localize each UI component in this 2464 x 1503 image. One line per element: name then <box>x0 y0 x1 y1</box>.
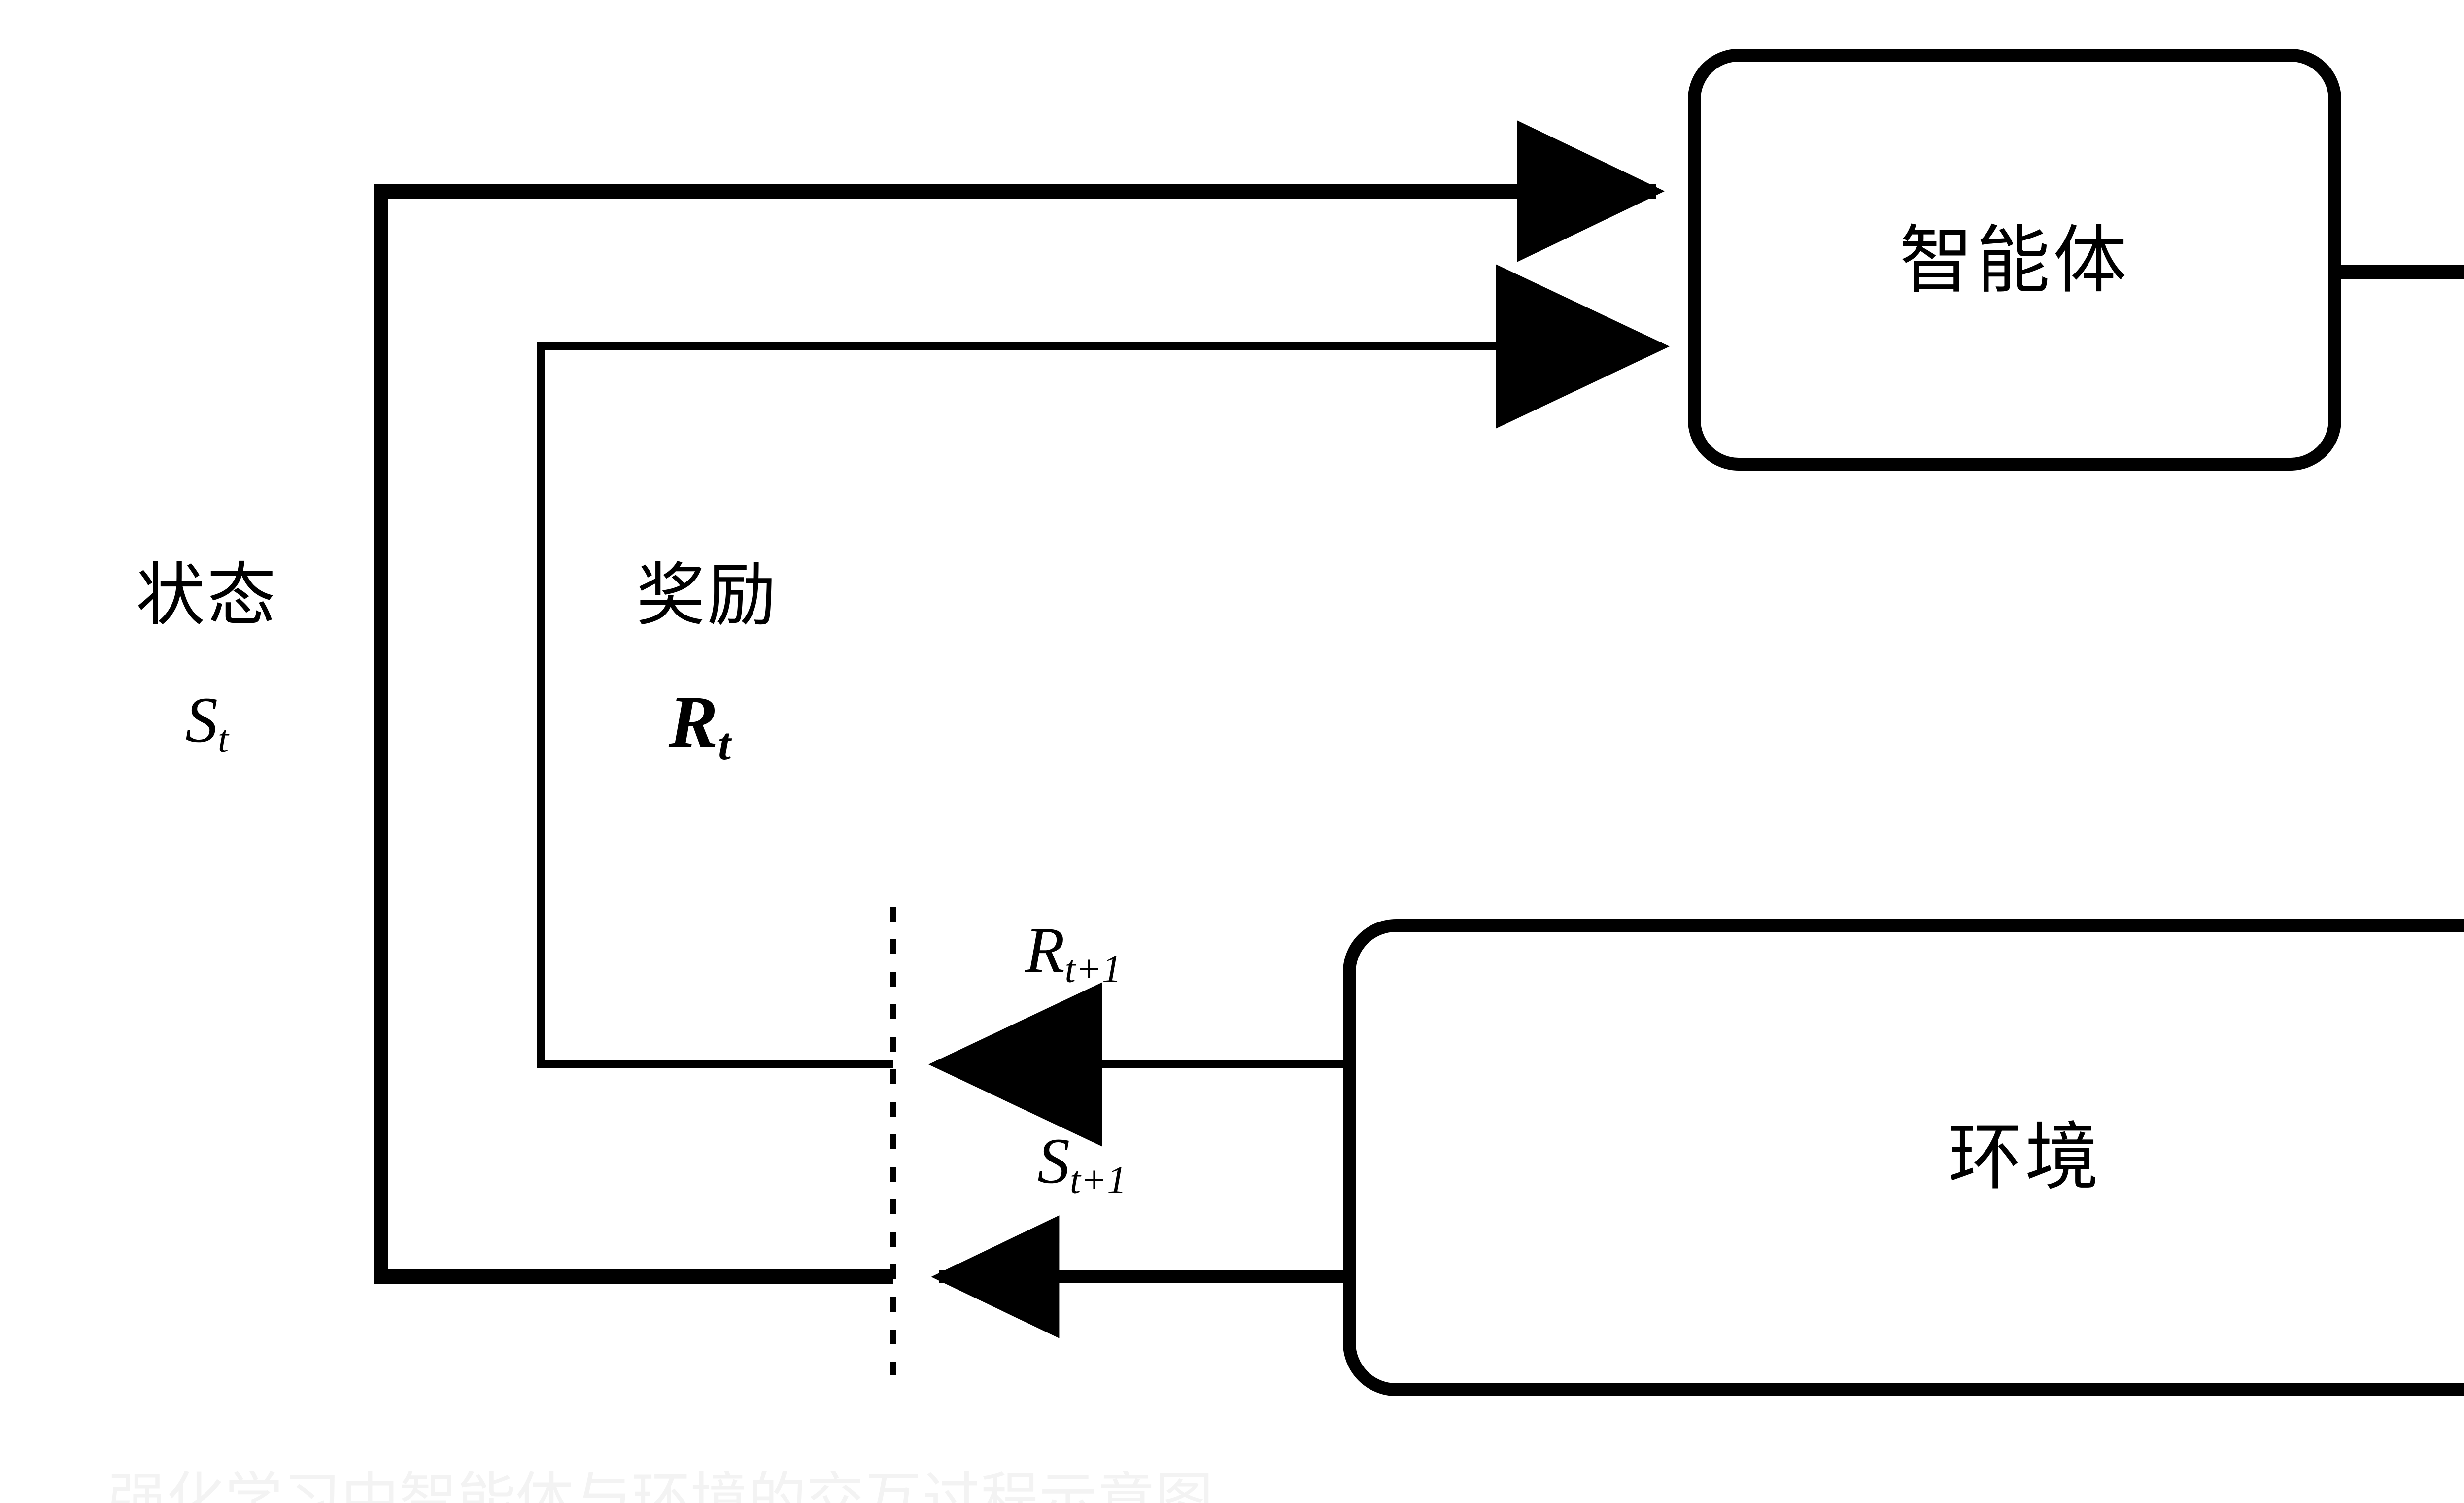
reward-next-symbol-subscript: t+1 <box>1064 947 1122 991</box>
state-symbol-subscript: t <box>217 717 229 761</box>
node-agent[interactable] <box>1688 49 2341 471</box>
reward-symbol-base: R <box>669 681 719 763</box>
state-next-symbol: St+1 <box>1037 1128 1343 1200</box>
reward-next-symbol: Rt+1 <box>1025 918 1331 989</box>
state-next-symbol-base: S <box>1037 1125 1070 1197</box>
state-next-symbol-subscript: t+1 <box>1070 1158 1127 1202</box>
reward-symbol: Rt <box>562 685 838 767</box>
node-environment[interactable] <box>1343 919 2464 1396</box>
state-symbol-base: S <box>185 683 218 756</box>
agent-box-label: 智能体 <box>1899 220 2130 302</box>
reward-next-symbol-base: R <box>1025 914 1065 986</box>
figure-caption-fragment: 强化学习中智能体与环境的交互过程示意图 <box>108 1471 1735 1503</box>
reward-symbol-subscript: t <box>718 719 731 770</box>
state-symbol: St <box>69 687 345 759</box>
reward-edge-label: 奖励 <box>636 558 778 634</box>
environment-box-label: 环境 <box>1948 1117 2102 1199</box>
edge-reward-to-agent <box>537 264 1670 1068</box>
edge-state-to-agent <box>374 120 1665 1284</box>
state-edge-label: 状态 <box>136 558 278 634</box>
